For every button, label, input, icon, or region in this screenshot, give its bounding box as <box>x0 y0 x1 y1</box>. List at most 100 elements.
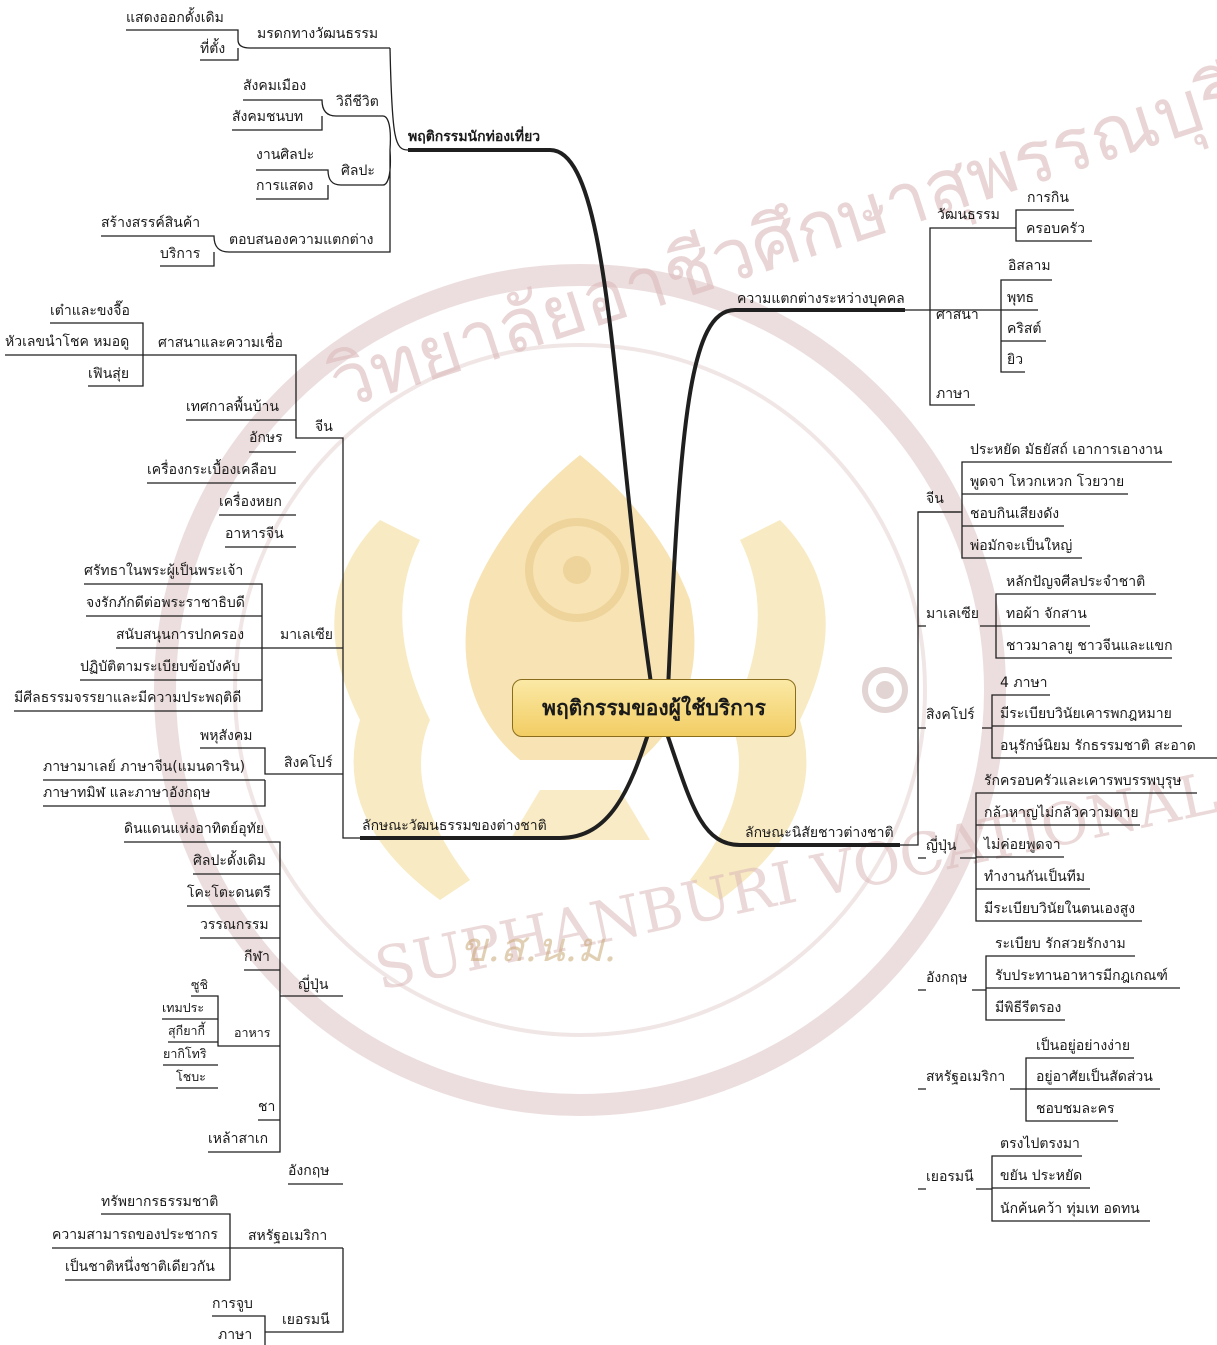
topic-node-sg[interactable]: สิงคโปร์ <box>284 755 333 771</box>
central-topic[interactable]: พฤติกรรมของผู้ใช้บริการ <box>512 679 796 737</box>
topic-node-c_cn2[interactable]: พูดจา โหวกเหวก โวยวาย <box>970 474 1125 490</box>
topic-node-sg3[interactable]: ภาษาทมิฬ และภาษาอังกฤษ <box>43 785 211 801</box>
topic-node-cn1c[interactable]: เฟินสุ่ย <box>88 366 130 382</box>
topic-node-cn3[interactable]: อักษร <box>249 430 283 446</box>
topic-node-us[interactable]: สหรัฐอเมริกา <box>248 1228 328 1244</box>
topic-node-jp5[interactable]: กีฬา <box>244 949 270 965</box>
topic-node-tr3b[interactable]: การแสดง <box>256 178 314 194</box>
topic-node-jp7[interactable]: ชา <box>258 1099 276 1115</box>
topic-node-cc[interactable]: ลักษณะวัฒนธรรมของต่างชาติ <box>362 818 547 834</box>
topic-node-cn1b[interactable]: หัวเลขนำโชค หมอดู <box>5 334 130 350</box>
topic-node-cn1a[interactable]: เต๋าและขงจื๊อ <box>50 303 130 319</box>
topic-node-cn5[interactable]: เครื่องหยก <box>219 494 282 510</box>
topic-node-ic2[interactable]: ศาสนา <box>936 307 979 323</box>
topic-node-jp6a[interactable]: ซูชิ <box>191 977 208 992</box>
topic-node-c_en2[interactable]: รับประทานอาหารมีกฎเกณฑ์ <box>995 968 1168 984</box>
topic-node-ic2d[interactable]: ยิว <box>1007 352 1024 368</box>
topic-node-c_my1[interactable]: หลักปัญจศีลประจำชาติ <box>1006 574 1146 590</box>
topic-node-c_my3[interactable]: ชาวมาลายู ชาวจีนและแขก <box>1006 638 1173 654</box>
topic-node-c_cn1[interactable]: ประหยัด มัธยัสถ์ เอาการเอางาน <box>970 442 1163 458</box>
topic-node-us2[interactable]: ความสามารถของประชากร <box>52 1227 218 1243</box>
topic-node-ic2c[interactable]: คริสต์ <box>1007 321 1042 337</box>
topic-node-us3[interactable]: เป็นชาติหนึ่งชาติเดียวกัน <box>65 1259 215 1275</box>
topic-node-c_jp2[interactable]: กล้าหาญไม่กลัวความตาย <box>984 805 1139 821</box>
topic-node-c_cn4[interactable]: พ่อมักจะเป็นใหญ่ <box>970 538 1073 554</box>
topic-node-c_jp[interactable]: ญี่ปุ่น <box>926 838 957 854</box>
topic-node-tr4b[interactable]: บริการ <box>160 246 201 262</box>
topic-node-tr1b[interactable]: ที่ตั้ง <box>200 41 226 57</box>
topic-node-jp4[interactable]: วรรณกรรม <box>200 917 269 933</box>
topic-node-tr2a[interactable]: สังคมเมือง <box>243 78 307 94</box>
topic-node-jp6b[interactable]: เทมประ <box>162 1000 205 1015</box>
topic-node-ic[interactable]: ความแตกต่างระหว่างบุคคล <box>737 291 905 307</box>
topic-node-de1[interactable]: การจูบ <box>212 1296 253 1312</box>
topic-node-c_jp5[interactable]: มีระเบียบวินัยในตนเองสูง <box>984 901 1136 917</box>
topic-node-cn[interactable]: จีน <box>315 419 333 435</box>
topic-node-tr2[interactable]: วิถีชีวิต <box>336 94 379 110</box>
topic-node-jp3[interactable]: โคะโตะดนตรี <box>187 885 271 901</box>
topic-node-c_en1[interactable]: ระเบียบ รักสวยรักงาม <box>995 936 1126 952</box>
topic-node-tr4[interactable]: ตอบสนองความแตกต่าง <box>229 232 374 248</box>
topic-node-ic2b[interactable]: พุทธ <box>1007 290 1035 306</box>
topic-node-sg2[interactable]: ภาษามาเลย์ ภาษาจีน(แมนดาริน) <box>43 759 246 775</box>
topic-node-jp[interactable]: ญี่ปุ่น <box>298 977 329 993</box>
topic-node-c_en3[interactable]: มีพิธีรีตรอง <box>995 1000 1062 1016</box>
topic-node-de2[interactable]: ภาษา <box>218 1327 253 1343</box>
topic-node-ch[interactable]: ลักษณะนิสัยชาวต่างชาติ <box>745 825 894 841</box>
topic-node-c_sg[interactable]: สิงคโปร์ <box>926 707 975 723</box>
topic-node-c_us3[interactable]: ชอบชมละคร <box>1036 1101 1115 1117</box>
topic-node-c_us2[interactable]: อยู่อาศัยเป็นสัดส่วน <box>1036 1069 1153 1085</box>
topic-node-c_my2[interactable]: ทอผ้า จักสาน <box>1006 606 1087 622</box>
topic-node-my4[interactable]: ปฏิบัติตามระเบียบข้อบังคับ <box>80 659 241 675</box>
topic-node-cn1[interactable]: ศาสนาและความเชื่อ <box>158 335 283 351</box>
topic-node-c_de[interactable]: เยอรมนี <box>926 1169 974 1185</box>
topic-node-c_jp1[interactable]: รักครอบครัวและเคารพบรรพบุรุษ <box>984 773 1182 789</box>
topic-node-tr2b[interactable]: สังคมชนบท <box>232 109 304 125</box>
topic-node-c_jp4[interactable]: ทำงานกันเป็นทีม <box>984 869 1086 885</box>
topic-node-c_us[interactable]: สหรัฐอเมริกา <box>926 1069 1006 1085</box>
topic-node-c_jp3[interactable]: ไม่ค่อยพูดจา <box>984 837 1061 853</box>
topic-node-my3[interactable]: สนับสนุนการปกครอง <box>116 627 245 643</box>
topic-node-jp1[interactable]: ดินแดนแห่งอาทิตย์อุทัย <box>124 821 265 837</box>
topic-node-tr[interactable]: พฤติกรรมนักท่องเที่ยว <box>408 129 541 145</box>
topic-node-sg1[interactable]: พหุสังคม <box>200 728 253 744</box>
topic-node-my2[interactable]: จงรักภักดีต่อพระราชาธิบดี <box>86 595 245 611</box>
topic-node-c_de3[interactable]: นักค้นคว้า ทุ่มเท อดทน <box>1000 1201 1140 1217</box>
topic-node-jp8[interactable]: เหล้าสาเก <box>208 1131 269 1147</box>
topic-node-jp2[interactable]: ศิลปะดั้งเดิม <box>193 853 266 869</box>
topic-node-cn4[interactable]: เครื่องกระเบื้องเคลือบ <box>147 462 277 478</box>
topic-node-tr4a[interactable]: สร้างสรรค์สินค้า <box>101 215 201 231</box>
topic-node-ic2a[interactable]: อิสลาม <box>1008 258 1051 274</box>
topic-node-my1[interactable]: ศรัทธาในพระผู้เป็นพระเจ้า <box>84 563 244 579</box>
topic-node-tr3a[interactable]: งานศิลปะ <box>256 147 315 163</box>
topic-node-c_cn3[interactable]: ชอบกินเสียงดัง <box>970 506 1060 522</box>
topic-node-c_de1[interactable]: ตรงไปตรงมา <box>1000 1136 1080 1152</box>
topic-node-en[interactable]: อังกฤษ <box>288 1163 330 1179</box>
topic-node-ic3[interactable]: ภาษา <box>936 386 971 402</box>
topic-node-tr1a[interactable]: แสดงออกดั้งเดิม <box>126 10 224 26</box>
topic-node-cn2[interactable]: เทศกาลพื้นบ้าน <box>186 399 279 415</box>
topic-node-ic1a[interactable]: การกิน <box>1027 190 1069 206</box>
topic-node-jp6[interactable]: อาหาร <box>234 1025 271 1040</box>
topic-node-tr3[interactable]: ศิลปะ <box>341 163 375 179</box>
topic-node-us1[interactable]: ทรัพยากรธรรมชาติ <box>101 1194 219 1210</box>
topic-node-tr1[interactable]: มรดกทางวัฒนธรรม <box>257 26 379 42</box>
topic-node-c_sg3[interactable]: อนุรักษ์นิยม รักธรรมชาติ สะอาด <box>1000 738 1196 754</box>
topic-node-my[interactable]: มาเลเซีย <box>280 627 333 643</box>
topic-node-ic1b[interactable]: ครอบครัว <box>1026 221 1085 237</box>
topic-node-de[interactable]: เยอรมนี <box>282 1312 330 1328</box>
topic-node-c_en[interactable]: อังกฤษ <box>926 970 968 986</box>
topic-node-c_sg1[interactable]: 4 ภาษา <box>1000 675 1048 691</box>
topic-node-jp6c[interactable]: สุกียากี้ <box>168 1023 206 1038</box>
topic-node-my5[interactable]: มีศีลธรรมจรรยาและมีความประพฤติดี <box>14 690 242 706</box>
topic-node-jp6d[interactable]: ยากิโทริ <box>163 1046 207 1061</box>
topic-node-c_my[interactable]: มาเลเซีย <box>926 606 979 622</box>
topic-node-c_cn[interactable]: จีน <box>926 491 944 507</box>
topic-node-cn6[interactable]: อาหารจีน <box>225 526 284 542</box>
topic-node-c_us1[interactable]: เป็นอยู่อย่างง่าย <box>1036 1038 1131 1054</box>
topic-node-jp6e[interactable]: โชบะ <box>176 1069 206 1084</box>
topic-node-ic1[interactable]: วัฒนธรรม <box>937 207 1000 223</box>
topic-node-c_de2[interactable]: ขยัน ประหยัด <box>1000 1168 1083 1184</box>
topic-node-c_sg2[interactable]: มีระเบียบวินัยเคารพกฎหมาย <box>1000 706 1172 722</box>
